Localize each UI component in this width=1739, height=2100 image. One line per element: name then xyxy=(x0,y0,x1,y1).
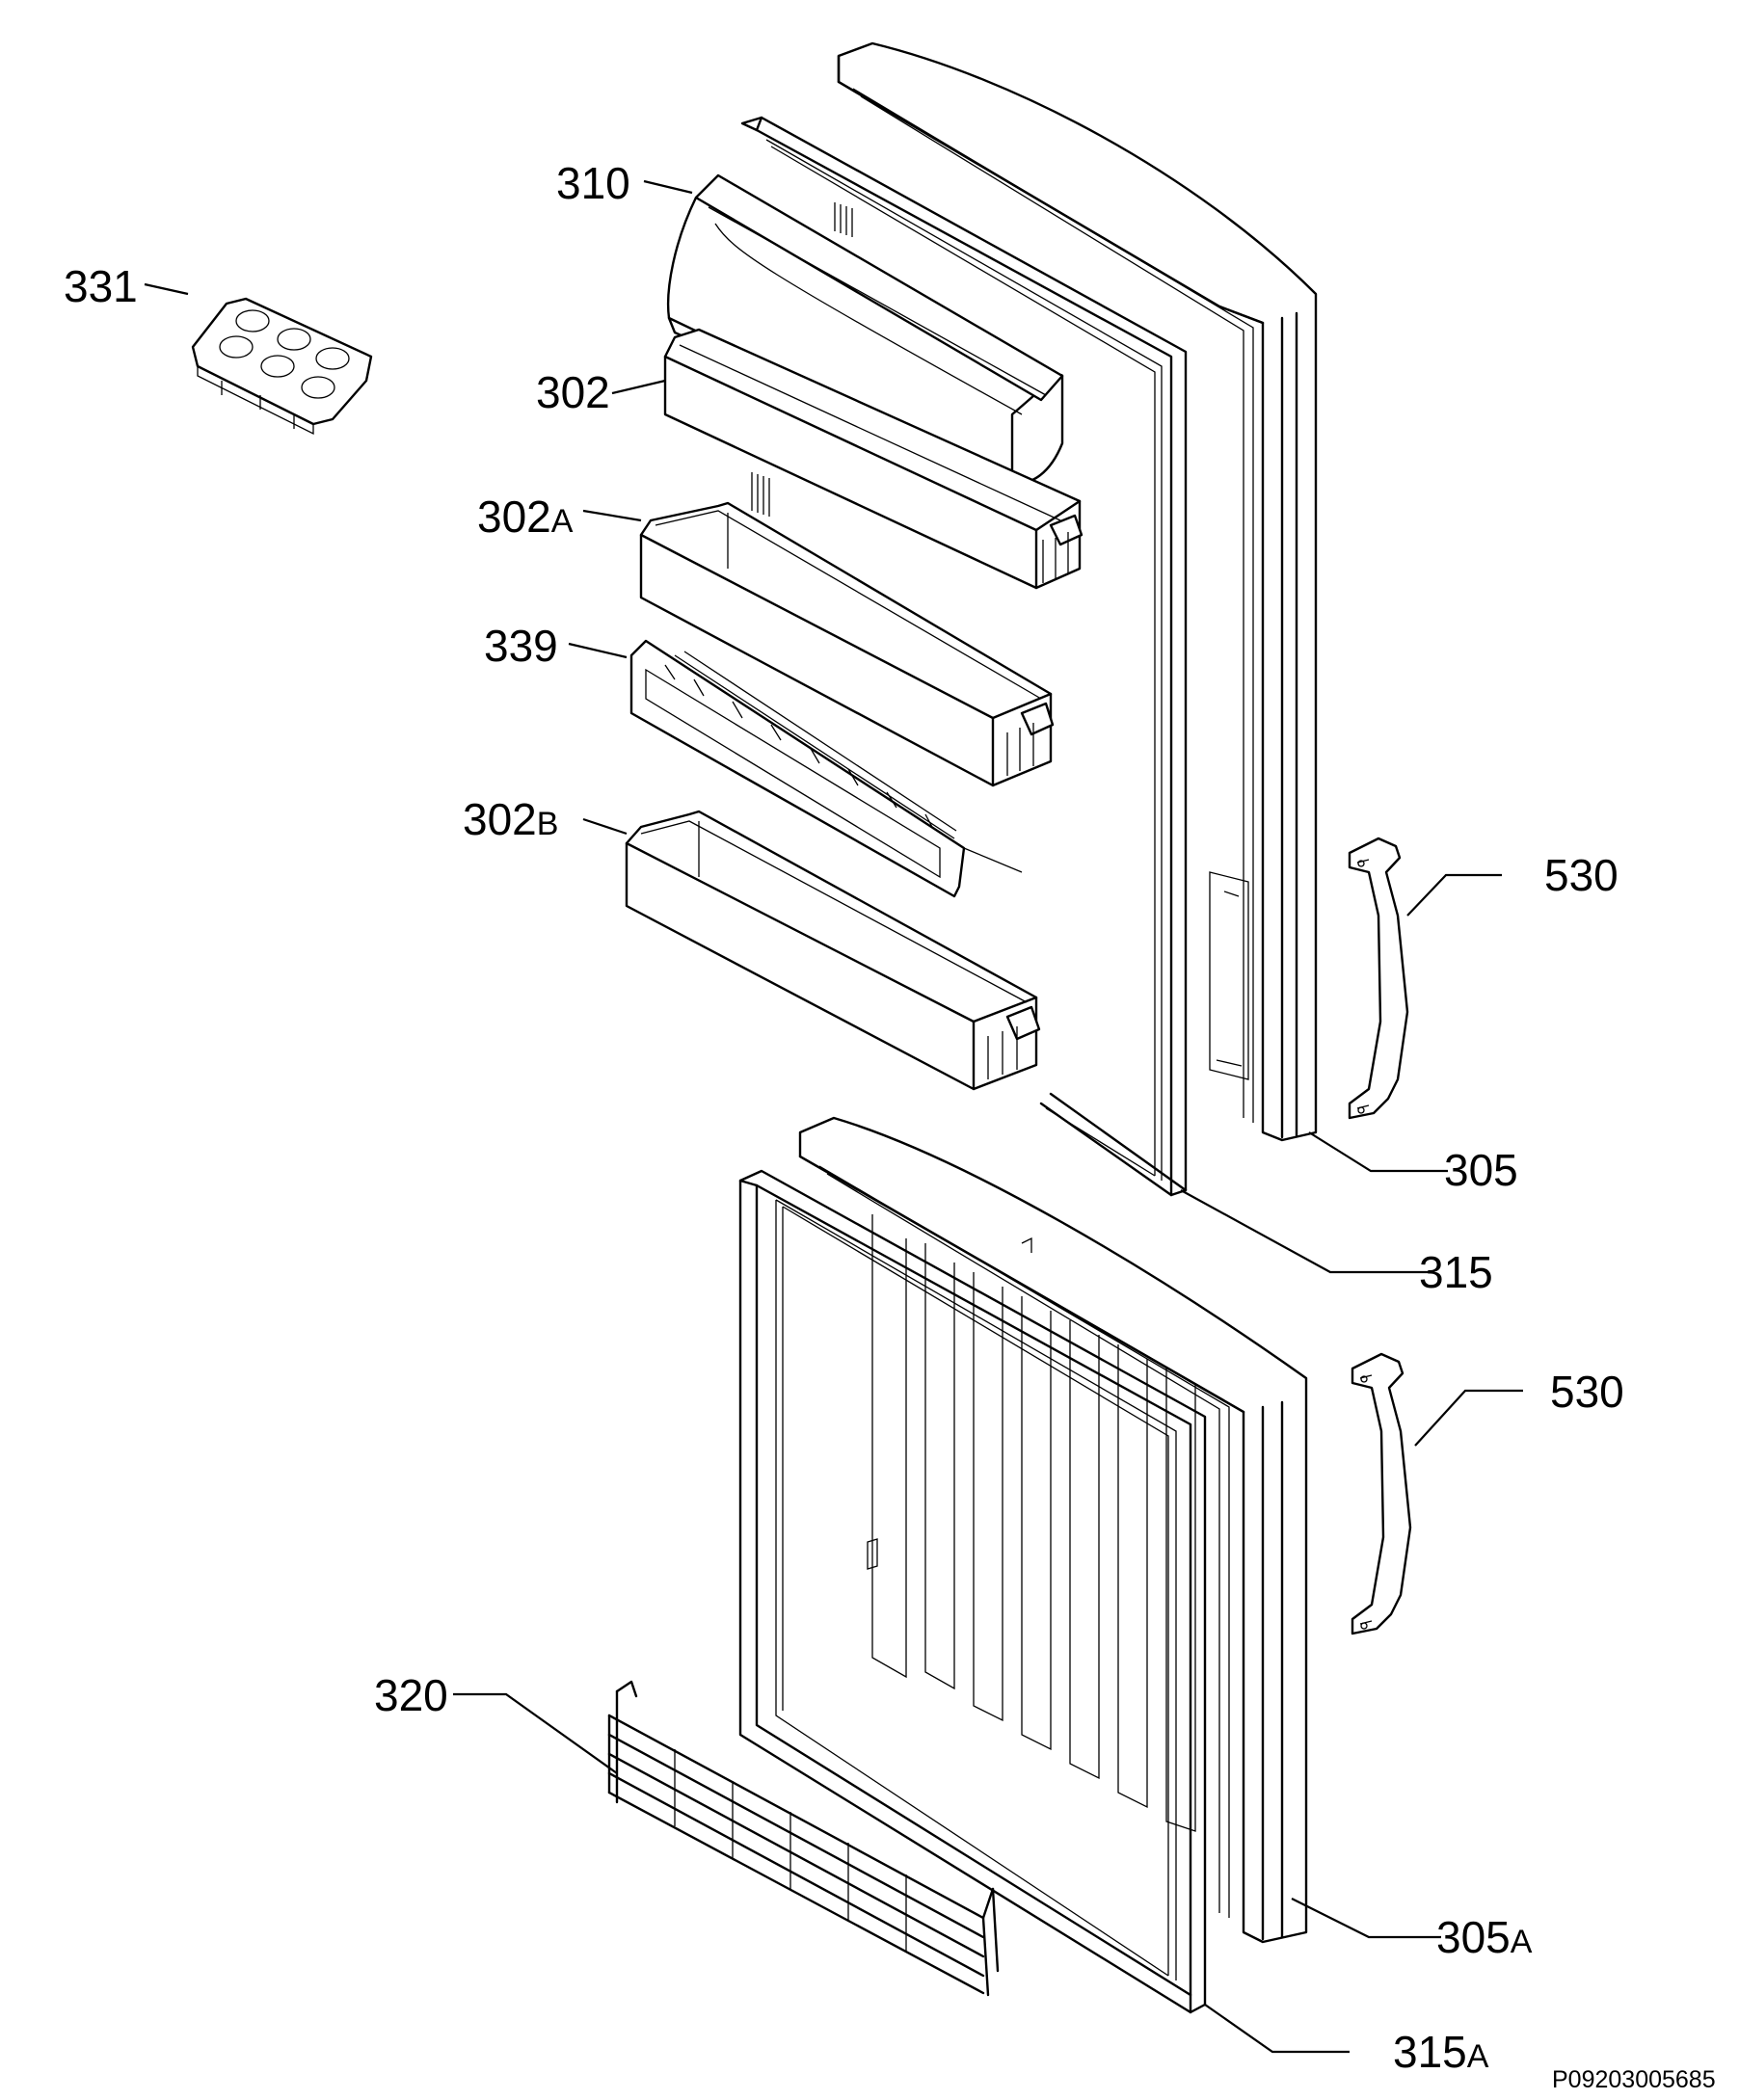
leader-320 xyxy=(453,1692,618,1774)
door-liner-vent-marks xyxy=(751,202,853,517)
bottle-divider-339 xyxy=(629,639,1023,898)
door-handle-530-upper xyxy=(1348,837,1409,1120)
callout-315A: 315A xyxy=(1393,2027,1489,2077)
leader-339 xyxy=(568,642,628,659)
door-shelf-302 xyxy=(663,328,1084,590)
callout-305A: 305A xyxy=(1436,1912,1533,1962)
door-shelf-302A xyxy=(639,501,1055,787)
callout-530-lower: 530 xyxy=(1550,1367,1624,1417)
leader-530-upper xyxy=(1406,873,1502,917)
dairy-compartment-310 xyxy=(666,173,1064,489)
callout-302B: 302B xyxy=(463,794,558,844)
door-shelf-302B xyxy=(625,810,1041,1091)
callout-305: 305 xyxy=(1444,1145,1518,1195)
callout-315: 315 xyxy=(1419,1247,1493,1297)
upper-door-panel xyxy=(837,41,1318,1142)
callout-331: 331 xyxy=(64,261,138,311)
callout-310: 310 xyxy=(556,158,630,208)
leader-305A xyxy=(1291,1898,1441,1939)
callout-302A: 302A xyxy=(477,492,574,542)
leader-302 xyxy=(611,379,666,395)
callout-302: 302 xyxy=(536,367,610,417)
leader-315A xyxy=(1204,2004,1350,2054)
lower-door-gasket xyxy=(738,1169,1207,2014)
lower-door-panel xyxy=(798,1116,1308,1944)
leader-530-lower xyxy=(1414,1389,1523,1447)
leader-305 xyxy=(1308,1131,1448,1173)
leader-315 xyxy=(1180,1189,1431,1274)
egg-tray-331 xyxy=(191,297,373,436)
leader-302B xyxy=(582,817,628,836)
leader-310 xyxy=(643,179,693,195)
callout-530-upper: 530 xyxy=(1544,850,1619,900)
leader-302A xyxy=(582,509,642,522)
callout-leaders xyxy=(144,179,1523,2054)
callout-labels: 310 331 302 302A 339 302B 530 305 315 53… xyxy=(64,158,1624,2077)
leader-331 xyxy=(144,282,189,296)
wire-basket-320 xyxy=(607,1680,1000,1997)
freezer-door-ridges xyxy=(867,1214,1196,1832)
door-handle-530-lower xyxy=(1351,1352,1412,1635)
document-number: P09203005685 xyxy=(1552,2066,1716,2093)
callout-339: 339 xyxy=(484,621,558,671)
upper-door-gasket xyxy=(740,116,1188,1197)
callout-320: 320 xyxy=(374,1670,448,1720)
